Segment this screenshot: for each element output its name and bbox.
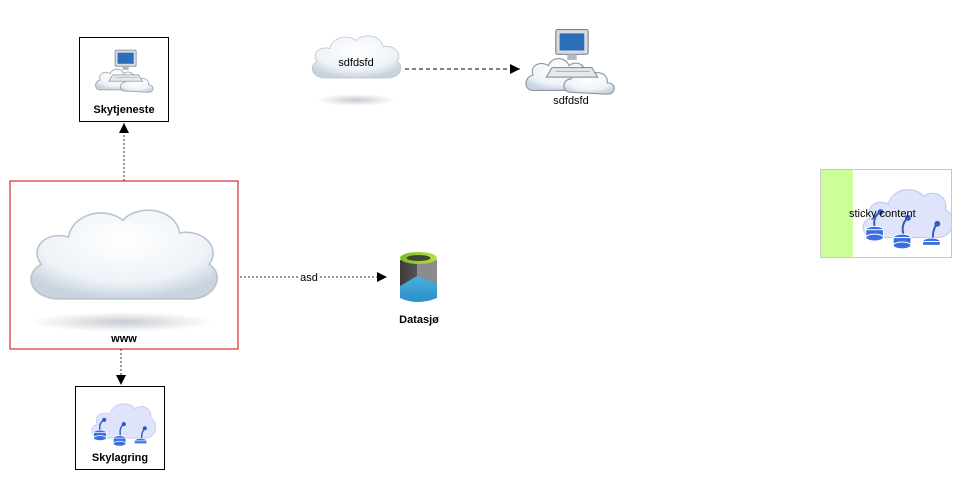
- skylagring-label: Skylagring: [91, 452, 149, 464]
- sticky-color-strip: [821, 170, 853, 257]
- datasjo-label: Datasjø: [399, 314, 439, 326]
- edge-label-asd: asd: [300, 272, 318, 284]
- skytjeneste-label: Skytjeneste: [93, 104, 155, 116]
- www-label: www: [111, 333, 137, 345]
- computer-sdfdsfd-label: sdfdsfd: [553, 95, 589, 107]
- cloud-storage-icon: [91, 403, 156, 447]
- cloud-sdfdsfd-node[interactable]: [311, 35, 402, 106]
- skytjeneste-node[interactable]: Skytjeneste: [79, 37, 169, 122]
- sticky-note[interactable]: sticky content: [820, 169, 952, 258]
- cloud-computer-icon: [95, 49, 154, 93]
- datasjo-node[interactable]: [400, 252, 437, 302]
- skylagring-node[interactable]: Skylagring: [75, 386, 165, 470]
- cloud-computer-icon: [525, 28, 615, 95]
- www-node[interactable]: [9, 180, 239, 350]
- sticky-text: sticky content: [849, 208, 916, 220]
- data-lake-icon: [400, 252, 437, 302]
- edge-www-to-datasjo: asd: [232, 270, 387, 284]
- computer-sdfdsfd-node[interactable]: [525, 28, 615, 95]
- cloud-sdfdsfd-label: sdfdsfd: [338, 57, 374, 69]
